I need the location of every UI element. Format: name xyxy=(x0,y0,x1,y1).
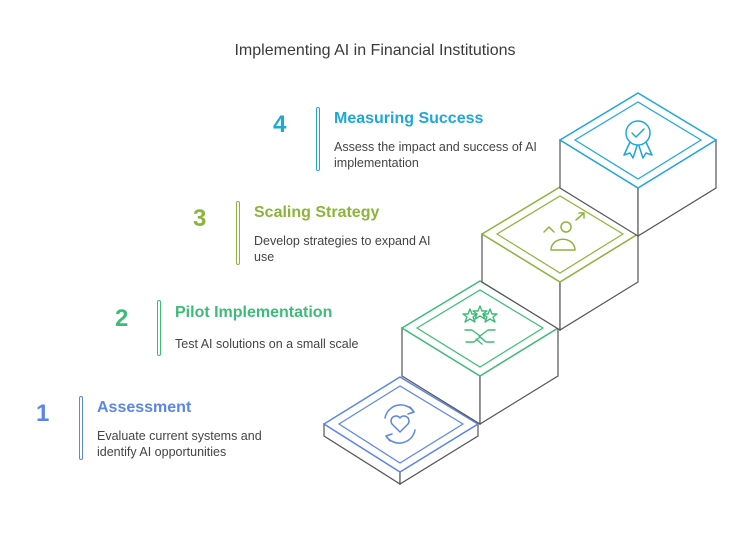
heart-refresh-icon xyxy=(384,404,416,444)
diagram-title: Implementing AI in Financial Institution… xyxy=(234,42,516,59)
stars-handshake-icon xyxy=(462,305,498,345)
step-title: Measuring Success xyxy=(334,110,484,127)
award-badge-icon xyxy=(623,120,653,159)
step-number: 1 xyxy=(36,400,50,427)
step-title: Scaling Strategy xyxy=(254,204,380,221)
step-accent-bar xyxy=(157,300,161,356)
step-description: Assess the impact and success of AI impl… xyxy=(334,140,537,170)
step-number: 4 xyxy=(273,111,287,138)
step-description: Evaluate current systems and identify AI… xyxy=(97,429,262,459)
person-growth-icon xyxy=(543,212,585,251)
stair-step-2 xyxy=(400,280,560,426)
step-accent-bar xyxy=(316,107,320,171)
step-title: Pilot Implementation xyxy=(175,304,333,321)
stair-step-1 xyxy=(322,376,480,486)
step-title: Assessment xyxy=(97,399,192,416)
step-description: Develop strategies to expand AI use xyxy=(254,234,431,264)
step-accent-bar xyxy=(236,201,240,265)
step-number: 3 xyxy=(193,205,207,232)
step-number: 2 xyxy=(115,305,129,332)
step-accent-bar xyxy=(79,396,83,460)
step-description: Test AI solutions on a small scale xyxy=(175,337,359,351)
stair-step-4 xyxy=(558,92,718,238)
